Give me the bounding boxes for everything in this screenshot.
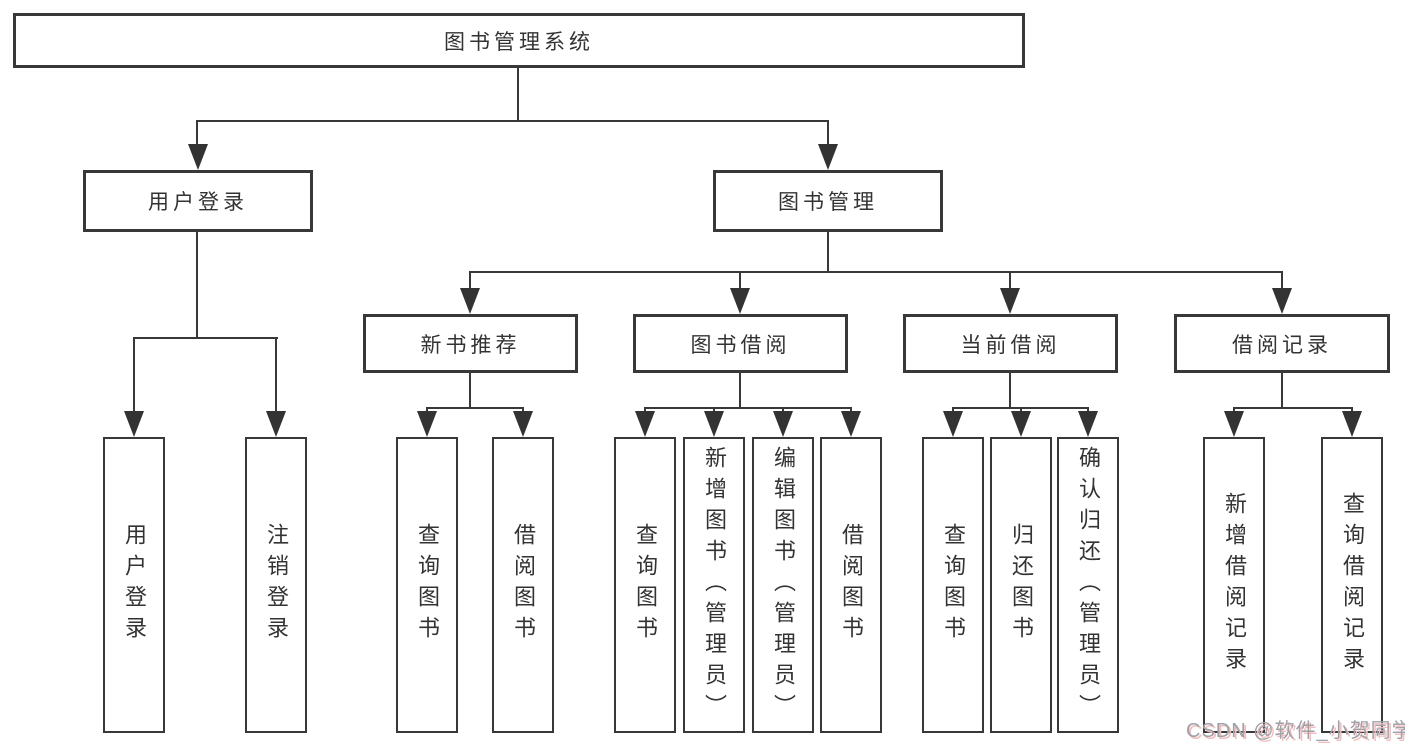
leaf-label: 用户登录: [122, 523, 147, 647]
leaf-label: 注销登录: [264, 523, 289, 647]
leaf-return-books: 归还图书: [990, 437, 1052, 733]
node-label: 用户登录: [148, 191, 248, 214]
node-label: 当前借阅: [960, 333, 1061, 357]
leaf-borrow-books-1: 借阅图书: [492, 437, 554, 733]
arrowhead-down: [1078, 411, 1098, 437]
node-label: 借阅记录: [1232, 333, 1332, 357]
node-current-borrow: 当前借阅: [903, 314, 1118, 373]
connector-line: [1281, 271, 1283, 291]
arrowhead-down: [773, 411, 793, 437]
leaf-borrow-books-2: 借阅图书: [820, 437, 882, 733]
arrowhead-down: [1000, 288, 1020, 314]
node-user-login: 用户登录: [83, 170, 313, 232]
leaf-label: 新增图书（管理员）: [702, 445, 727, 725]
connector-line: [197, 120, 829, 122]
arrowhead-down: [1342, 411, 1362, 437]
arrowhead-down: [818, 144, 838, 170]
connector-line: [426, 407, 524, 409]
connector-line: [1009, 271, 1011, 291]
leaf-label: 新增借阅记录: [1222, 492, 1247, 678]
node-label: 新书推荐: [420, 333, 521, 357]
connector-line: [739, 271, 741, 291]
arrowhead-down: [266, 411, 286, 437]
connector-line: [739, 373, 741, 409]
connector-line: [469, 271, 471, 291]
connector-line: [517, 68, 519, 122]
arrowhead-down: [635, 411, 655, 437]
leaf-label: 查询图书: [941, 523, 966, 647]
leaf-query-books-3: 查询图书: [922, 437, 984, 733]
leaf-query-books-1: 查询图书: [396, 437, 458, 733]
arrowhead-down: [730, 288, 750, 314]
arrowhead-down: [943, 411, 963, 437]
node-new-book-recommend: 新书推荐: [363, 314, 578, 373]
connector-line: [469, 271, 1283, 273]
node-book-management: 图书管理: [713, 170, 943, 232]
arrowhead-down: [124, 411, 144, 437]
arrowhead-down: [1272, 288, 1292, 314]
node-book-borrow: 图书借阅: [633, 314, 848, 373]
leaf-user-login: 用户登录: [103, 437, 165, 733]
connector-line: [1009, 373, 1011, 409]
connector-line: [1233, 407, 1353, 409]
arrowhead-down: [1011, 411, 1031, 437]
arrowhead-down: [188, 144, 208, 170]
leaf-label: 借阅图书: [839, 523, 864, 647]
connector-line: [644, 407, 852, 409]
leaf-label: 归还图书: [1009, 523, 1034, 647]
leaf-logout: 注销登录: [245, 437, 307, 733]
arrowhead-down: [460, 288, 480, 314]
connector-line: [196, 120, 198, 148]
connector-line: [196, 232, 198, 339]
arrowhead-down: [513, 411, 533, 437]
arrowhead-down: [417, 411, 437, 437]
connector-line: [275, 337, 277, 415]
leaf-label: 确认归还（管理员）: [1076, 445, 1101, 725]
connector-line: [827, 232, 829, 273]
connector-line: [133, 337, 135, 415]
leaf-label: 编辑图书（管理员）: [771, 445, 796, 725]
leaf-label: 借阅图书: [511, 523, 536, 647]
node-label: 图书管理系统: [444, 30, 594, 54]
arrowhead-down: [704, 411, 724, 437]
leaf-add-books-admin: 新增图书（管理员）: [683, 437, 745, 733]
connector-line: [1281, 373, 1283, 409]
csdn-watermark: CSDN @软件_小贺同学: [1186, 720, 1405, 742]
leaf-label: 查询图书: [633, 523, 658, 647]
arrowhead-down: [1224, 411, 1244, 437]
connector-line: [827, 120, 829, 148]
arrowhead-down: [841, 411, 861, 437]
node-label: 图书借阅: [690, 333, 791, 357]
connector-line: [469, 373, 471, 409]
node-library-management-system: 图书管理系统: [13, 13, 1025, 68]
leaf-query-books-2: 查询图书: [614, 437, 676, 733]
leaf-query-borrow-record: 查询借阅记录: [1321, 437, 1383, 733]
connector-line: [133, 337, 278, 339]
leaf-add-borrow-record: 新增借阅记录: [1203, 437, 1265, 733]
node-borrow-records: 借阅记录: [1174, 314, 1390, 373]
node-label: 图书管理: [778, 191, 878, 214]
leaf-label: 查询借阅记录: [1340, 492, 1365, 678]
leaf-edit-books-admin: 编辑图书（管理员）: [752, 437, 814, 733]
leaf-label: 查询图书: [415, 523, 440, 647]
leaf-confirm-return-admin: 确认归还（管理员）: [1057, 437, 1119, 733]
